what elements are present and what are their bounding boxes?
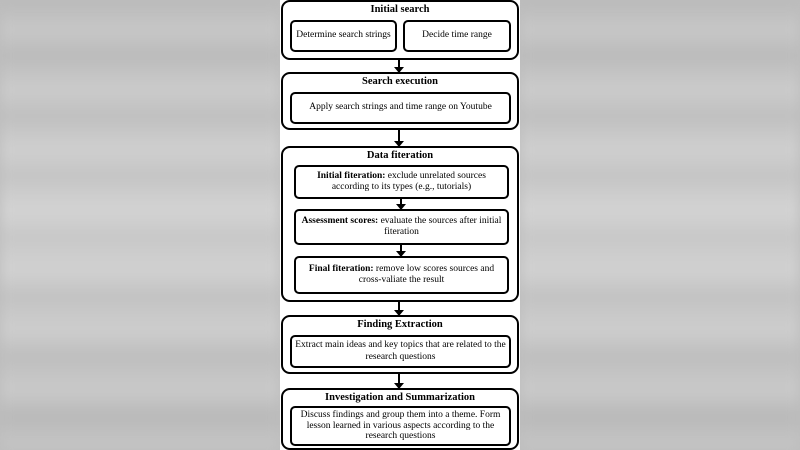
step-content: Initial fiteration: exclude unrelated so… bbox=[299, 171, 504, 194]
stage-title: Finding Extraction bbox=[357, 319, 443, 330]
step-text: Apply search strings and time range on Y… bbox=[309, 102, 492, 113]
stage-finding-extraction: Finding Extraction Extract main ideas an… bbox=[281, 315, 519, 374]
flow-arrow bbox=[394, 374, 404, 389]
step-final-fiteration: Final fiteration: remove low scores sour… bbox=[294, 256, 509, 294]
flow-arrow bbox=[394, 130, 404, 147]
step-text: Extract main ideas and key topics that a… bbox=[295, 340, 506, 362]
stage-investigation-summarization: Investigation and Summarization Discuss … bbox=[281, 388, 519, 450]
step-text: evaluate the sources after initial fiter… bbox=[378, 215, 502, 238]
step-bold-label: Assessment scores: bbox=[301, 215, 379, 226]
stage-title: Search execution bbox=[362, 76, 438, 87]
step-content: Final fiteration: remove low scores sour… bbox=[299, 264, 504, 287]
flow-arrow bbox=[396, 199, 406, 210]
step-assessment-scores: Assessment scores: evaluate the sources … bbox=[294, 209, 509, 245]
step-determine-search-strings: Determine search strings bbox=[290, 20, 397, 52]
stage-data-fiteration: Data fiteration Initial fiteration: excl… bbox=[281, 146, 519, 302]
step-decide-time-range: Decide time range bbox=[403, 20, 511, 52]
stage-title: Initial search bbox=[370, 4, 430, 15]
flowchart: Initial search Determine search strings … bbox=[280, 0, 520, 450]
step-text: exclude unrelated sources according to i… bbox=[331, 170, 486, 193]
step-content: Assessment scores: evaluate the sources … bbox=[299, 216, 504, 239]
flow-arrow bbox=[396, 245, 406, 257]
stage-title: Data fiteration bbox=[366, 150, 434, 161]
blurred-background-left bbox=[0, 0, 280, 450]
stage-title: Investigation and Summarization bbox=[325, 392, 475, 403]
step-bold-label: Final fiteration: bbox=[308, 263, 374, 274]
step-initial-fiteration: Initial fiteration: exclude unrelated so… bbox=[294, 165, 509, 199]
stage-initial-search: Initial search Determine search strings … bbox=[281, 0, 519, 60]
step-discuss-findings: Discuss findings and group them into a t… bbox=[290, 406, 511, 446]
step-text: Determine search strings bbox=[296, 30, 391, 41]
flow-arrow bbox=[394, 60, 404, 73]
step-text: Decide time range bbox=[422, 30, 492, 41]
step-bold-label: Initial fiteration: bbox=[317, 170, 386, 181]
step-extract-main-ideas: Extract main ideas and key topics that a… bbox=[290, 335, 511, 368]
flow-arrow bbox=[394, 302, 404, 316]
blurred-background-right bbox=[520, 0, 800, 450]
step-text: remove low scores sources and cross-vali… bbox=[358, 263, 495, 286]
step-text: Discuss findings and group them into a t… bbox=[300, 410, 501, 442]
stage-search-execution: Search execution Apply search strings an… bbox=[281, 72, 519, 130]
step-apply-search: Apply search strings and time range on Y… bbox=[290, 92, 511, 124]
